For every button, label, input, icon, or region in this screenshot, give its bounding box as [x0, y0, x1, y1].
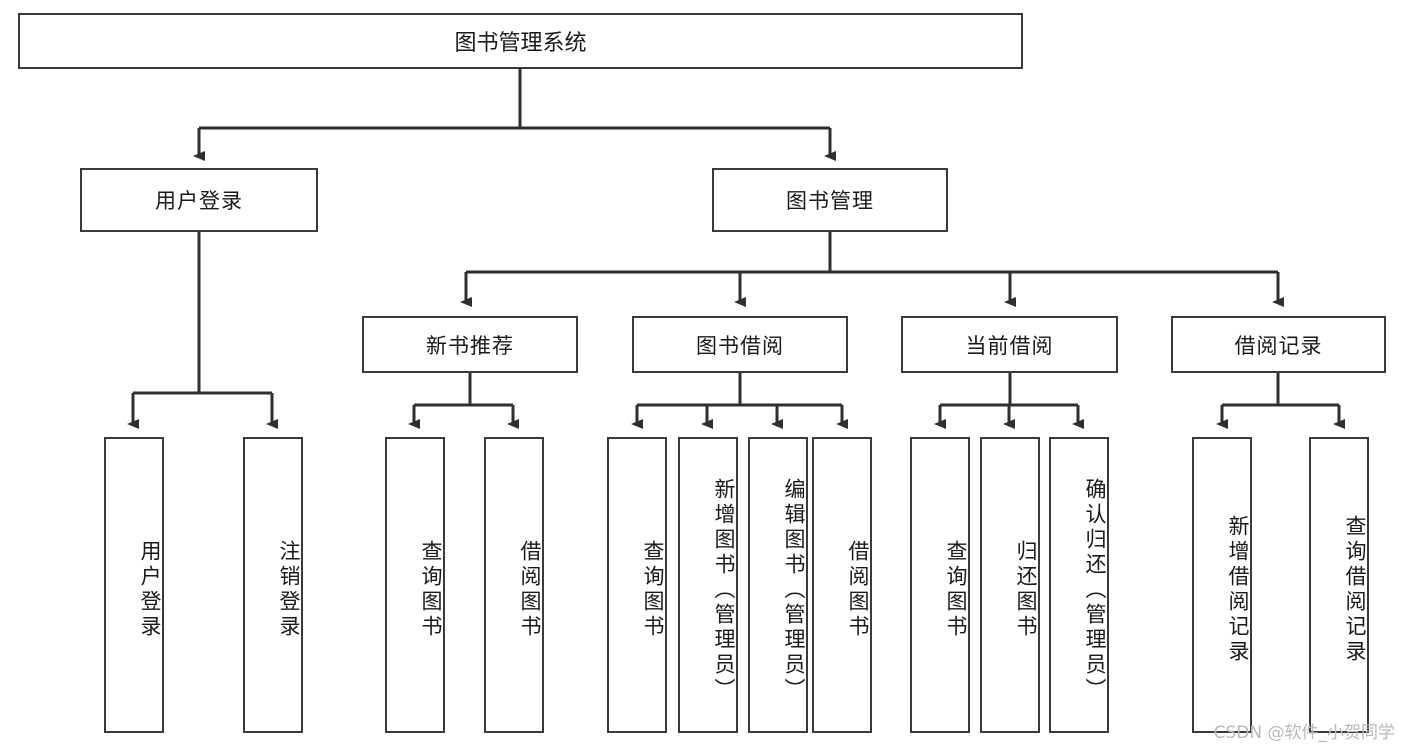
leaf-borrow-borrow-book[interactable]: 借阅图书	[812, 437, 872, 733]
leaf-label: 确认归还（管理员）	[1083, 477, 1107, 703]
node-book-borrow[interactable]: 图书借阅	[632, 316, 848, 373]
node-book-management[interactable]: 图书管理	[712, 168, 948, 232]
leaf-label: 用户登录	[138, 540, 162, 640]
leaf-record-query-record[interactable]: 查询借阅记录	[1309, 437, 1369, 733]
node-current-borrow[interactable]: 当前借阅	[901, 316, 1118, 373]
node-root-system[interactable]: 图书管理系统	[18, 13, 1023, 69]
leaf-current-confirm-return-admin[interactable]: 确认归还（管理员）	[1049, 437, 1109, 733]
leaf-label: 查询图书	[641, 540, 665, 640]
leaf-user-login-logout[interactable]: 注销登录	[243, 437, 303, 733]
node-new-book-recommend[interactable]: 新书推荐	[362, 316, 578, 373]
leaf-user-login-login[interactable]: 用户登录	[104, 437, 164, 733]
leaf-new-book-query[interactable]: 查询图书	[385, 437, 445, 733]
leaf-label: 归还图书	[1014, 540, 1038, 640]
leaf-label: 新增图书（管理员）	[712, 477, 736, 703]
csdn-watermark: CSDN @软件_小贺同学	[1213, 723, 1395, 743]
leaf-label: 查询借阅记录	[1343, 515, 1367, 665]
leaf-label: 编辑图书（管理员）	[782, 477, 806, 703]
leaf-borrow-query-book[interactable]: 查询图书	[607, 437, 667, 733]
leaf-label: 新增借阅记录	[1226, 515, 1250, 665]
node-user-login[interactable]: 用户登录	[80, 168, 318, 232]
leaf-label: 借阅图书	[518, 540, 542, 640]
leaf-current-query-book[interactable]: 查询图书	[910, 437, 970, 733]
leaf-borrow-edit-book-admin[interactable]: 编辑图书（管理员）	[748, 437, 808, 733]
leaf-label: 借阅图书	[846, 540, 870, 640]
node-borrow-record[interactable]: 借阅记录	[1171, 316, 1386, 373]
leaf-label: 查询图书	[944, 540, 968, 640]
leaf-current-return-book[interactable]: 归还图书	[980, 437, 1040, 733]
leaf-label: 查询图书	[419, 540, 443, 640]
leaf-label: 注销登录	[277, 540, 301, 640]
leaf-new-book-borrow[interactable]: 借阅图书	[484, 437, 544, 733]
leaf-record-add-record[interactable]: 新增借阅记录	[1192, 437, 1252, 733]
leaf-borrow-add-book-admin[interactable]: 新增图书（管理员）	[678, 437, 738, 733]
